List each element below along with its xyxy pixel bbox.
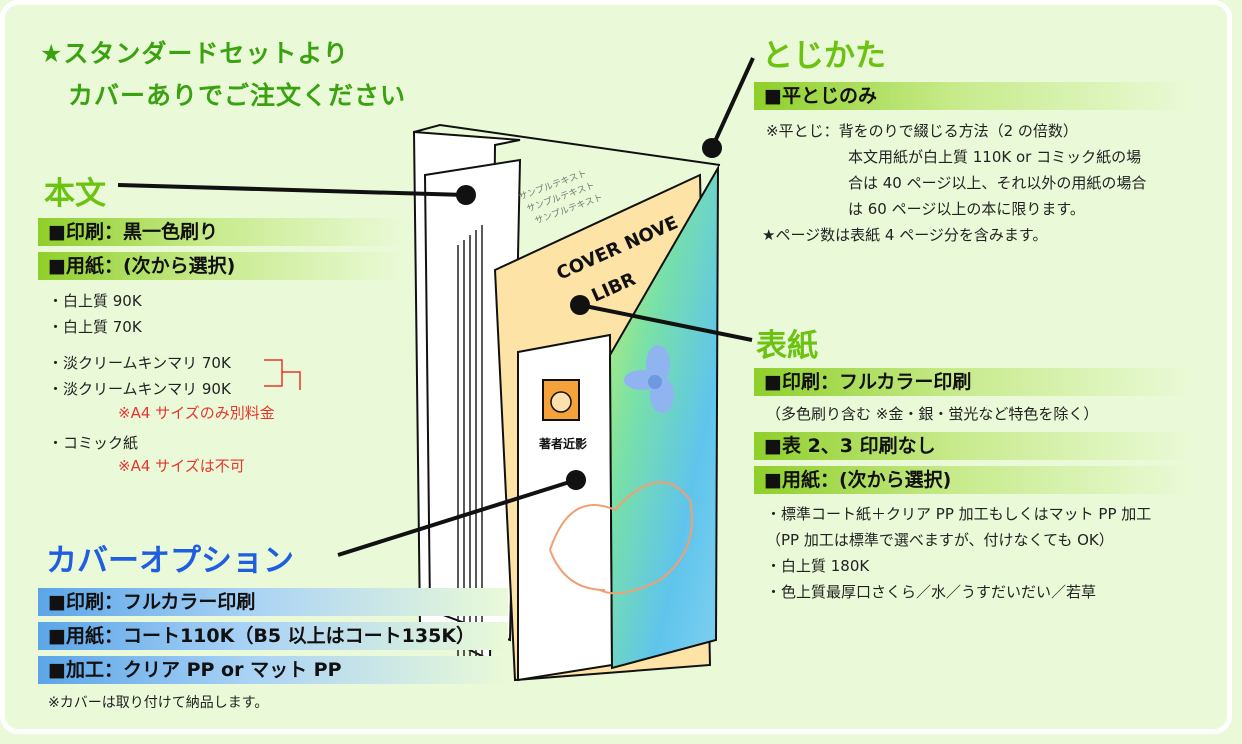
headline-line2: カバーありでご注文ください [68, 81, 407, 110]
jacket-note: ※カバーは取り付けて納品します。 [48, 695, 269, 711]
paper-item: ・白上質 70K [48, 318, 142, 336]
line-binding [710, 57, 755, 149]
cover-paper-item: ・色上質最厚口さくら／水／うすだいだい／若草 [766, 583, 1097, 601]
jacket-bar-paper: ■用紙：コート110K（B5 以上はコート135K） [38, 622, 508, 650]
paper-item: ・淡クリームキンマリ 90K [48, 380, 231, 398]
jacket-bar-print: ■印刷：フルカラー印刷 [38, 588, 508, 616]
book-illustration: サンプルテキスト サンプルテキスト サンプルテキスト 著者近影 COVER NO… [412, 123, 722, 682]
flower-decoration [624, 345, 674, 413]
cover-bar-print: ■印刷：フルカラー印刷 [754, 368, 1194, 396]
binding-note-line: 合は 40 ページ以上、それ以外の用紙の場合 [848, 174, 1147, 192]
jacket-bar-finish: ■加工：クリア PP or マット PP [38, 656, 508, 684]
author-face [550, 391, 572, 413]
jacket-title: カバーオプション [46, 543, 294, 579]
body-bar-paper: ■用紙：(次から選択) [38, 252, 408, 280]
obi-text: 著者近影 [538, 436, 587, 451]
line-jacket [337, 478, 577, 557]
cover-bar-paper: ■用紙：(次から選択) [754, 466, 1194, 494]
bracket-cream [264, 359, 301, 390]
binding-title: とじかた [762, 38, 886, 74]
note-a4-not: ※A4 サイズは不可 [118, 457, 245, 475]
binding-note-line: 本文用紙が白上質 110K or コミック紙の場 [848, 148, 1142, 166]
note-a4-extra: ※A4 サイズのみ別料金 [118, 404, 275, 422]
line-cover [579, 303, 753, 342]
rounded-frame [0, 0, 1232, 734]
body-title: 本文 [44, 176, 106, 212]
cover-paper-item: ・標準コート紙＋クリア PP 加工もしくはマット PP 加工 [766, 505, 1152, 523]
paper-item: ・白上質 90K [48, 292, 142, 310]
binding-star-note: ★ページ数は表紙 4 ページ分を含みます。 [762, 226, 1048, 244]
spine [608, 164, 720, 670]
line-body [117, 183, 467, 197]
binding-note-line: ※平とじ：背をのりで綴じる方法（2 の倍数） [766, 122, 1078, 140]
paper-item: ・コミック紙 [48, 434, 139, 452]
cover-paper-item: （PP 加工は標準で選べますが、付けなくても OK） [766, 531, 1114, 549]
cover-title: 表紙 [756, 328, 818, 364]
binding-bar: ■平とじのみ [754, 82, 1194, 110]
cover-print-note: （多色刷り含む ※金・銀・蛍光など特色を除く） [766, 405, 1099, 423]
binding-note-line: は 60 ページ以上の本に限ります。 [848, 200, 1085, 218]
body-bar-print: ■印刷：黒一色刷り [38, 218, 408, 246]
headline-line1: ★スタンダードセットより [40, 39, 349, 68]
cover-paper-item: ・白上質 180K [766, 557, 870, 575]
cat-sketch [549, 481, 693, 595]
top-edge [413, 123, 721, 166]
paper-item: ・淡クリームキンマリ 70K [48, 354, 231, 372]
cover-bar-no-print: ■表 2、3 印刷なし [754, 432, 1194, 460]
